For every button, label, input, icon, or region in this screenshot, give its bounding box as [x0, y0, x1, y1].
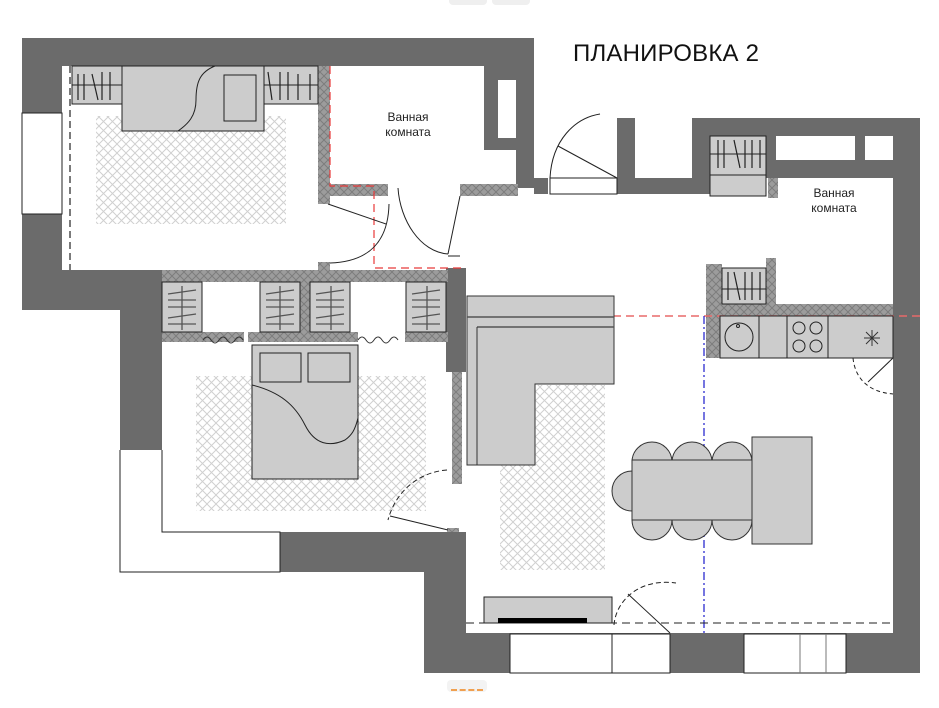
toolbar-button-2[interactable] [492, 0, 530, 5]
wardrobe-top [71, 65, 319, 132]
window-top-right-2 [865, 136, 893, 160]
partitions [162, 66, 893, 532]
walls [22, 38, 920, 673]
toolbar-button-1[interactable] [449, 0, 487, 5]
window-bath-niche [498, 80, 516, 138]
hob [792, 321, 823, 353]
plan-title: ПЛАНИРОВКА 2 [573, 40, 760, 67]
balcony [119, 450, 281, 573]
rug-bedroom-1 [96, 116, 286, 224]
room-label-bathroom-1: Ванная комната [385, 110, 431, 139]
window-left [21, 112, 63, 215]
doors [327, 113, 894, 634]
tv-stand [483, 596, 613, 624]
bottom-toolbar-button[interactable] [447, 680, 487, 692]
window-bottom-2 [743, 633, 847, 674]
window-bottom-1 [509, 633, 671, 674]
tv [498, 618, 587, 623]
kitchen [709, 135, 894, 359]
bed [251, 344, 359, 480]
window-top-right-1 [776, 136, 855, 160]
dining-set [611, 436, 813, 545]
corner-sofa [466, 295, 615, 466]
window-top-door [549, 177, 618, 195]
fan-symbol [864, 330, 880, 346]
sink [724, 322, 754, 352]
room-label-bathroom-2: Ванная комната [811, 186, 857, 215]
wardrobes-bedroom [161, 281, 447, 344]
windows [21, 80, 893, 674]
